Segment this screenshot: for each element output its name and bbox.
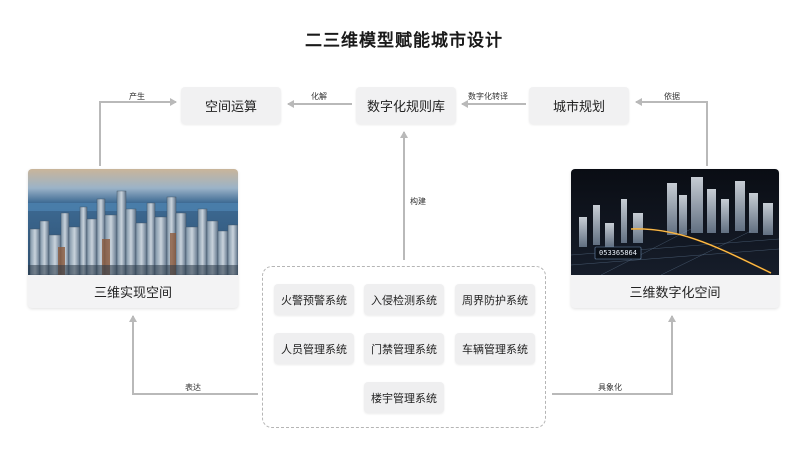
node-real-3d-label: 三维实现空间 [93,286,172,301]
system-vehicle-management: 车辆管理系统 [455,333,535,364]
edge-label-produce: 产生 [129,92,145,101]
systems-group [262,266,546,428]
arrow-express [129,315,258,395]
system-fire-alarm: 火警预警系统 [274,284,354,315]
page-title: 二三维模型赋能城市设计 [305,31,503,51]
system-perimeter-protection: 周界防护系统 [455,284,535,315]
edge-label-resolve: 化解 [311,92,327,101]
node-city-plan: 城市规划 [529,87,629,124]
edge-label-express: 表达 [185,383,201,392]
edge-label-basis: 依据 [664,92,680,101]
system-building-management: 楼宇管理系统 [364,382,444,413]
node-real-3d: 三维实现空间 [28,169,238,308]
node-digital-3d-label: 三维数字化空间 [629,286,721,301]
node-space-calc: 空间运算 [181,87,281,124]
edge-label-digital-translate: 数字化转译 [468,92,508,101]
digital-display-number: 053365864 [599,249,637,257]
system-access-control: 门禁管理系统 [364,333,444,364]
system-personnel-management: 人员管理系统 [274,333,354,364]
digital-city-image [571,169,779,275]
city-photo-image [28,169,238,275]
arrow-basis [635,98,708,166]
arrow-concretize [552,315,676,395]
system-intrusion-detection: 入侵检测系统 [364,284,444,315]
node-rule-lib: 数字化规则库 [356,87,456,124]
edge-label-concretize: 具象化 [598,383,622,392]
node-digital-3d: 053365864 三维数字化空间 [571,169,779,308]
edge-label-build: 构建 [410,197,426,206]
arrow-produce [99,98,177,166]
